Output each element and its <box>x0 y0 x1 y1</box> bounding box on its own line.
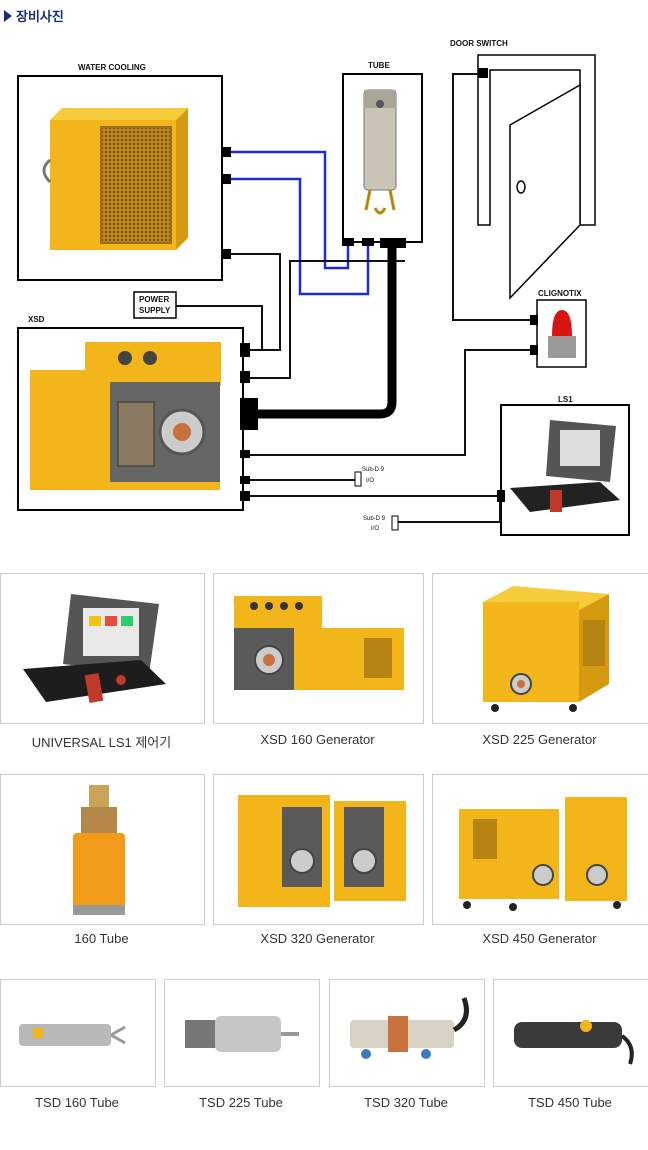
ls1-controller-image <box>23 594 166 704</box>
ls1-controller-unit <box>510 420 620 512</box>
high-voltage-cable <box>250 242 397 419</box>
section-header: 장비사진 <box>4 6 64 25</box>
label-subd-1b: I/O <box>366 478 374 484</box>
xsd-320-image <box>238 795 406 907</box>
tsd-320-image <box>350 997 469 1059</box>
wiring-diagram: WATER COOLING TUBE DOOR SWITCH CLIGNOTIX… <box>17 39 630 536</box>
caption-ls1-controller: UNIVERSAL LS1 제어기 <box>31 735 172 750</box>
label-water-cooling: WATER COOLING <box>78 63 146 72</box>
label-ls1: LS1 <box>558 395 573 404</box>
label-door-switch: DOOR SWITCH <box>450 39 508 48</box>
photo-tsd-160 <box>0 979 156 1087</box>
caption-xsd-450: XSD 450 Generator <box>482 931 597 946</box>
photo-tsd-450 <box>493 979 648 1087</box>
caption-xsd-320: XSD 320 Generator <box>260 931 375 946</box>
water-cooling-unit <box>42 108 188 250</box>
photo-tsd-320 <box>329 979 485 1087</box>
xsd-160-image <box>234 596 404 690</box>
label-subd-1a: Sub-D 9 <box>362 467 385 473</box>
label-xsd: XSD <box>28 315 45 324</box>
photo-160-tube <box>0 774 205 925</box>
power-supply-box <box>133 291 177 319</box>
photo-tsd-225 <box>164 979 320 1087</box>
label-clignotix: CLIGNOTIX <box>538 289 582 298</box>
signal-cables <box>176 73 535 523</box>
label-subd-2a: Sub-D 9 <box>363 516 386 522</box>
xsd-225-image <box>483 586 609 712</box>
caption-tsd-160: TSD 160 Tube <box>35 1095 119 1110</box>
caption-xsd-160: XSD 160 Generator <box>260 732 375 747</box>
tsd-225-image <box>185 1016 299 1052</box>
label-subd-2b: I/O <box>371 526 379 532</box>
door-knob-icon <box>516 180 526 194</box>
door-panel <box>509 83 581 300</box>
caption-tsd-450: TSD 450 Tube <box>528 1095 612 1110</box>
tube-unit <box>363 89 397 215</box>
photo-xsd-320 <box>213 774 424 925</box>
tsd-160-image <box>19 1024 126 1046</box>
caption-tsd-225: TSD 225 Tube <box>199 1095 283 1110</box>
subd-connector-1 <box>354 471 362 487</box>
label-tube: TUBE <box>368 61 390 70</box>
caption-xsd-225: XSD 225 Generator <box>482 732 597 747</box>
label-power-supply-line2: SUPPLY <box>139 306 171 315</box>
photo-xsd-225 <box>432 573 648 724</box>
section-title: 장비사진 <box>16 9 64 24</box>
cable-connectors <box>222 68 538 502</box>
label-power-supply-line1: POWER <box>139 295 169 304</box>
tsd-450-image <box>514 1020 634 1065</box>
caption-160-tube: 160 Tube <box>74 931 129 946</box>
photo-xsd-160 <box>213 573 424 724</box>
door-frame <box>477 54 596 226</box>
caption-tsd-320: TSD 320 Tube <box>364 1095 448 1110</box>
chevron-right-icon <box>4 9 12 22</box>
photo-ls1-controller <box>0 573 205 724</box>
160-tube-image <box>73 785 125 915</box>
beacon-light-icon <box>548 310 576 358</box>
subd-connector-2 <box>391 515 399 531</box>
xsd-generator-unit <box>30 342 221 490</box>
xsd-450-image <box>459 797 627 911</box>
photo-xsd-450 <box>432 774 648 925</box>
